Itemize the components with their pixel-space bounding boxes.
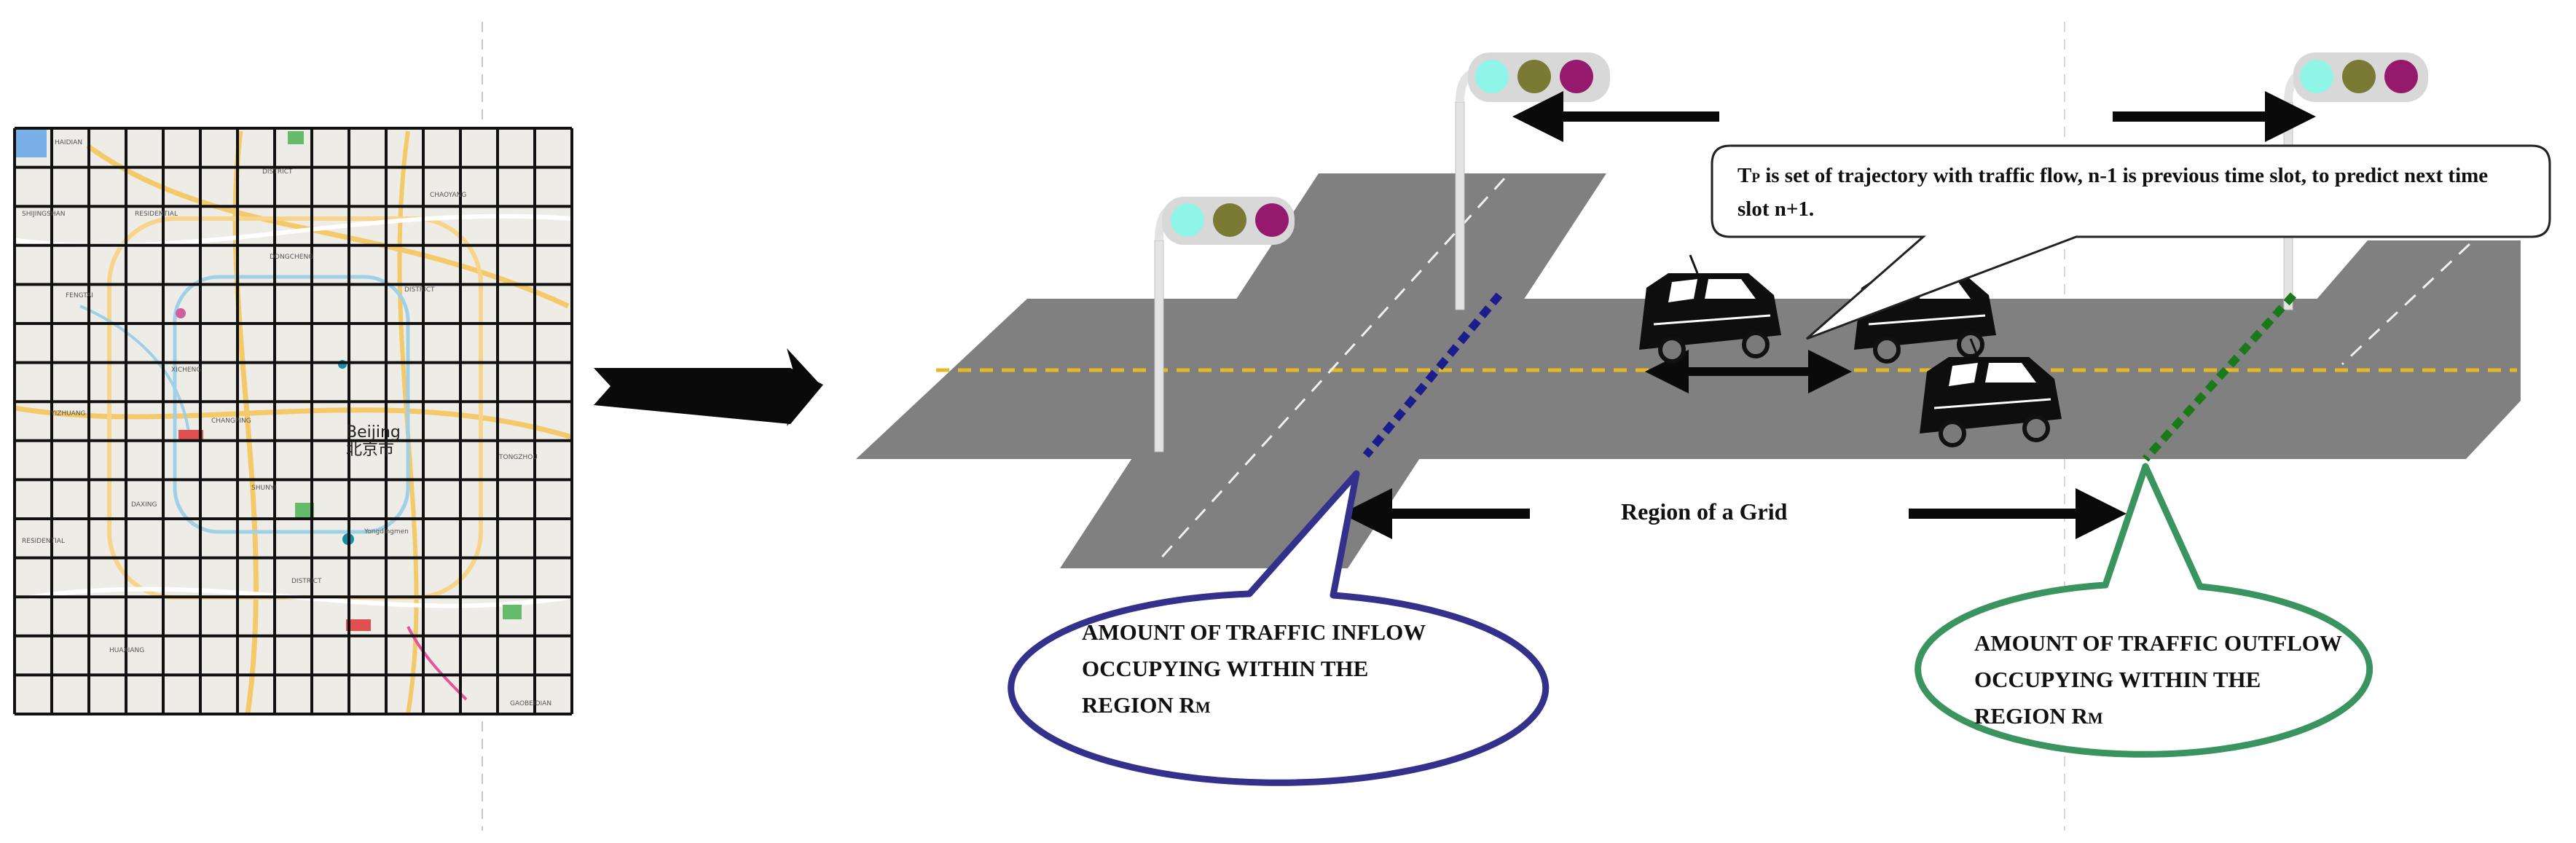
cross-road-marking-left [1157,177,1506,562]
inflow-boundary-line [1362,292,1503,458]
map-district-labels: HAIDIAN DISTRICT SHIJINGSHAN RESIDENTIAL… [22,139,551,707]
signal-light [1475,60,1509,93]
map-district-label: DONGCHENG [270,254,313,261]
road-scene: TP is set of trajectory with traffic flo… [856,52,2551,786]
map-district-label: XICHENG [171,366,201,374]
map-district-label: YIZHUANG [50,410,86,417]
trajectory-note-line1: TP is set of trajectory with traffic flo… [1737,164,2488,187]
map-district-label: DISTRICT [404,286,435,294]
cross-road-right [2178,240,2521,459]
map-district-label: FENGTAI [66,292,93,299]
map-district-label: TONGZHOU [498,454,538,461]
trajectory-note-callout [1711,144,2551,340]
signal-light [1255,203,1289,237]
map-district-label: CHAOYANG [430,192,466,199]
transition-arrow-head [787,348,822,426]
region-of-grid-label: Region of a Grid [1621,498,1788,525]
transition-arrow [594,368,823,424]
inflow-callout-line3: REGION RM [1082,692,1211,718]
map-city-label-local: 北京市 [346,441,394,459]
signal-light [2300,60,2333,93]
trajectory-note-line2: slot n+1. [1737,197,1814,221]
map-district-label: DISTRICT [262,168,293,176]
traffic-light-center [1455,52,1610,310]
map-landmark-label: Yongdingmen [364,528,409,536]
outflow-callout-line3: REGION RM [1974,703,2103,729]
traffic-light-left [1154,197,1295,452]
signal-light [2384,60,2418,93]
inflow-callout-line1: AMOUNT OF TRAFFIC INFLOW [1082,619,1426,645]
signal-light [1213,203,1246,237]
inflow-callout [1008,470,1550,786]
outflow-callout-line2: OCCUPYING WITHIN THE [1974,667,2261,692]
signal-light [1560,60,1593,93]
map-grid [13,127,573,715]
signal-light [2342,60,2376,93]
map-district-label: HAIDIAN [55,139,82,146]
outflow-boundary-line [2142,292,2297,462]
map-district-label: SHIJINGSHAN [22,211,66,218]
map-district-label: HUAXIANG [109,647,144,654]
outflow-callout [1915,463,2373,758]
vehicle-icon [1639,254,1781,364]
map-district-label: GAOBEIDIAN [510,700,551,707]
map-city-label: Beijing [346,423,401,442]
map-district-label: SHUNYI [251,485,276,492]
outflow-callout-line1: AMOUNT OF TRAFFIC OUTFLOW [1974,630,2342,656]
map-district-label: CHANGPING [211,417,251,425]
signal-light [1171,203,1204,237]
map-district-label: RESIDENTIAL [22,538,65,545]
signal-light [1517,60,1551,93]
city-map: HAIDIAN DISTRICT SHIJINGSHAN RESIDENTIAL… [13,127,573,715]
map-district-label: RESIDENTIAL [135,211,178,218]
cross-road-marking-right [2341,243,2471,366]
map-district-label: DAXING [131,501,157,509]
vehicle-icon [1920,338,2062,447]
map-district-label: DISTRICT [291,578,322,585]
inflow-callout-line2: OCCUPYING WITHIN THE [1082,656,1368,681]
